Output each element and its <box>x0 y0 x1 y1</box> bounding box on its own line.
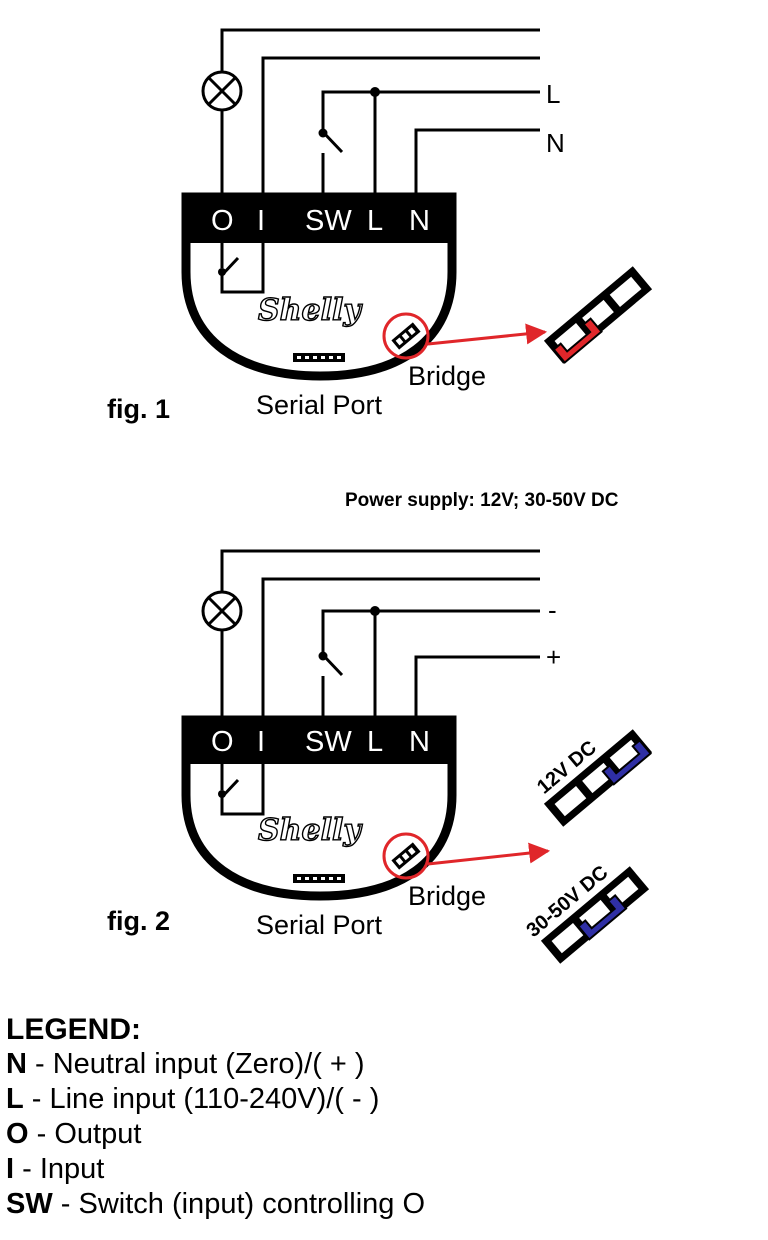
bridge-arrow <box>427 323 548 346</box>
serial-port-icon <box>293 874 345 883</box>
serial-port-label: Serial Port <box>256 390 383 420</box>
figure-1: L N O I SW L N Shelly <box>107 28 653 424</box>
legend-item: L - Line input (110-240V)/( - ) <box>6 1082 425 1117</box>
terminal-i: I <box>257 205 265 237</box>
figure-caption: fig. 1 <box>107 394 170 424</box>
terminal-strip <box>183 195 455 243</box>
switch-pivot-dot <box>318 128 328 138</box>
serial-port-icon <box>293 353 345 362</box>
legend-key: L <box>6 1083 24 1115</box>
bridge-label: Bridge <box>408 881 486 911</box>
jumper-red-icon <box>543 266 653 364</box>
switch-pivot-dot <box>318 651 328 661</box>
wires-fig1 <box>220 28 540 195</box>
legend-desc: - Line input (110-240V)/( - ) <box>23 1083 380 1115</box>
lamp-icon <box>201 70 243 112</box>
terminal-n: N <box>409 726 430 758</box>
wire-label-plus: + <box>546 642 561 672</box>
wire-label-n: N <box>546 128 565 158</box>
wire-label-l: L <box>546 79 560 109</box>
legend-desc: - Output <box>28 1118 142 1150</box>
junction-dot <box>370 87 380 97</box>
jumper-blue-icon: 30-50V DC <box>522 861 650 964</box>
wire-label-minus: - <box>548 595 557 625</box>
legend-desc: - Switch (input) controlling O <box>52 1188 426 1220</box>
legend: LEGEND: N - Neutral input (Zero)/( + ) L… <box>6 1012 425 1222</box>
bridge-label: Bridge <box>408 361 486 391</box>
wiring-diagrams: L N O I SW L N Shelly <box>107 28 653 964</box>
bridge-jumper-icon <box>382 312 430 360</box>
terminal-l: L <box>367 205 383 237</box>
legend-desc: - Input <box>14 1153 105 1185</box>
legend-item: O - Output <box>6 1117 425 1152</box>
jumper-blue-icon: 12V DC <box>533 729 653 827</box>
legend-desc: - Neutral input (Zero)/( + ) <box>26 1048 365 1080</box>
wires-fig2 <box>220 549 540 718</box>
legend-key: N <box>6 1048 27 1080</box>
terminal-n: N <box>409 205 430 237</box>
figure-caption: fig. 2 <box>107 906 170 936</box>
legend-key: SW <box>6 1188 53 1220</box>
terminal-l: L <box>367 726 383 758</box>
device-body: O I SW L N Shelly <box>181 715 457 901</box>
legend-key: O <box>6 1118 29 1150</box>
legend-key: I <box>6 1153 15 1185</box>
legend-item: N - Neutral input (Zero)/( + ) <box>6 1047 425 1082</box>
terminal-sw: SW <box>305 726 352 758</box>
legend-title: LEGEND: <box>6 1013 141 1046</box>
junction-dot <box>370 606 380 616</box>
bridge-arrow <box>427 842 551 866</box>
power-supply-note: Power supply: 12V; 30-50V DC <box>345 490 619 511</box>
device-body: O I SW L N Shelly <box>181 192 457 381</box>
legend-item: I - Input <box>6 1152 425 1187</box>
terminal-o: O <box>211 726 234 758</box>
lamp-icon <box>201 590 243 632</box>
terminal-o: O <box>211 205 234 237</box>
terminal-strip <box>183 716 455 764</box>
terminal-i: I <box>257 726 265 758</box>
serial-port-label: Serial Port <box>256 910 383 940</box>
legend-item: SW - Switch (input) controlling O <box>6 1187 425 1222</box>
brand-logo: Shelly <box>258 293 363 328</box>
figure-2: - + O I SW L N Shelly <box>107 549 653 964</box>
bridge-jumper-icon <box>382 832 430 880</box>
terminal-sw: SW <box>305 205 352 237</box>
brand-logo: Shelly <box>258 813 363 848</box>
